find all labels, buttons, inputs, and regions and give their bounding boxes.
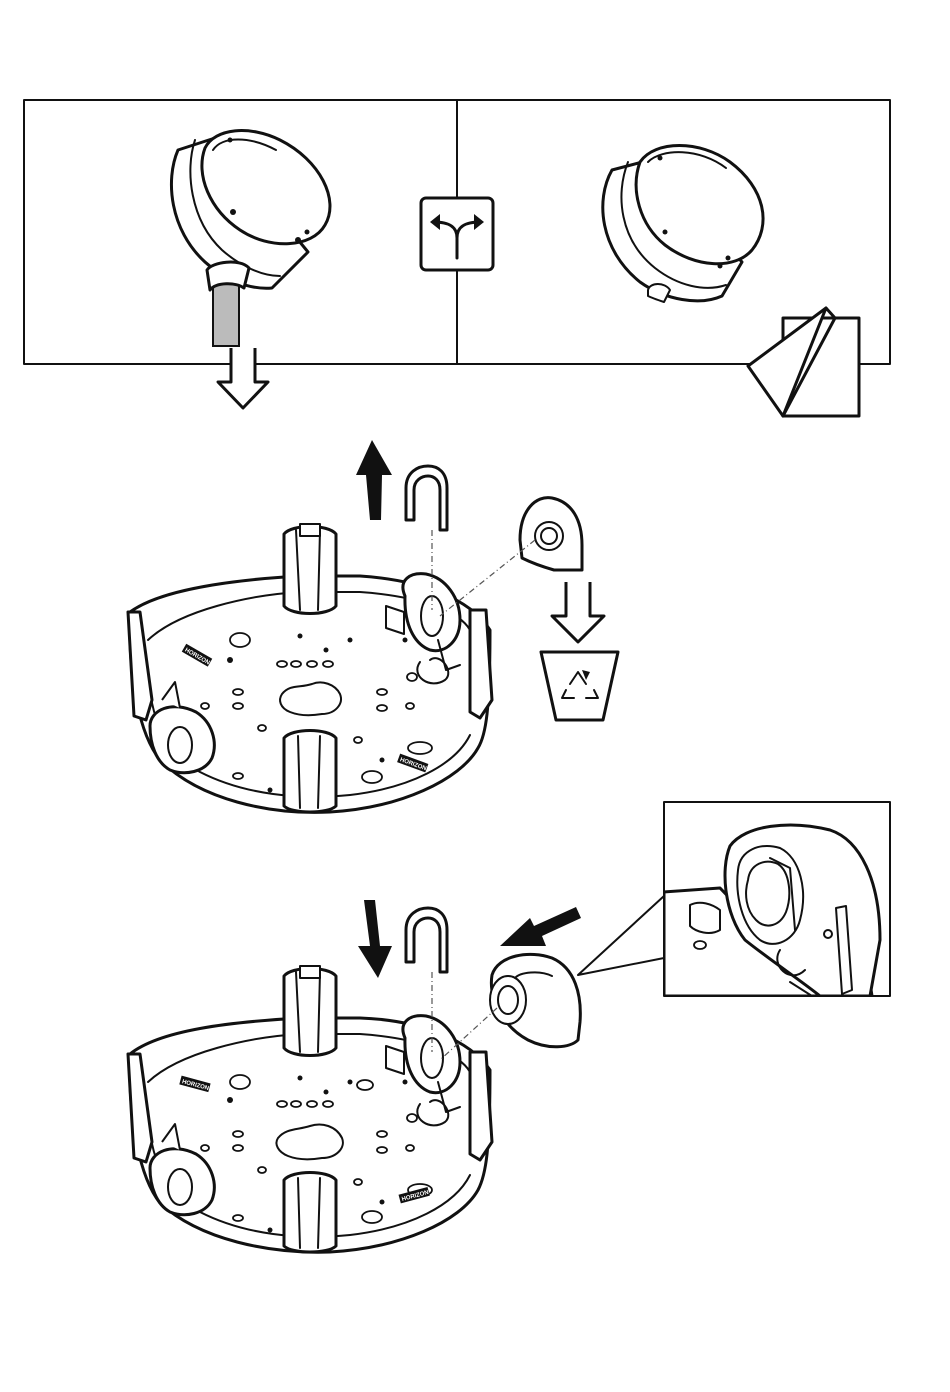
- camera-with-conduit: [171, 131, 330, 346]
- step-remove-plug-and-clip: HORIZON HORIZON: [128, 440, 618, 812]
- clip-1: [406, 466, 447, 530]
- mounting-base-2: HORIZON HORIZON: [128, 966, 492, 1252]
- clip-2: [406, 908, 447, 972]
- arrow-up-icon: [356, 440, 392, 520]
- branch-choice-icon: [421, 198, 493, 270]
- step-insert-cap-and-clip: HORIZON HORIZON: [128, 802, 890, 1252]
- plug-1: [520, 498, 582, 570]
- arrow-left-icon: [500, 907, 581, 946]
- hollow-arrow-down-icon: [218, 348, 268, 408]
- mounting-base-1: HORIZON HORIZON: [128, 524, 492, 812]
- cap-2: [490, 954, 580, 1046]
- hollow-arrow-down-icon-2: [552, 582, 604, 642]
- arrow-down-icon: [358, 900, 392, 978]
- cap-detail-inset: [578, 802, 890, 996]
- recycle-bin-icon: [541, 652, 618, 720]
- peel-sticker-icon: [748, 308, 859, 416]
- conduit: [213, 280, 239, 346]
- camera-without-conduit: [603, 146, 763, 303]
